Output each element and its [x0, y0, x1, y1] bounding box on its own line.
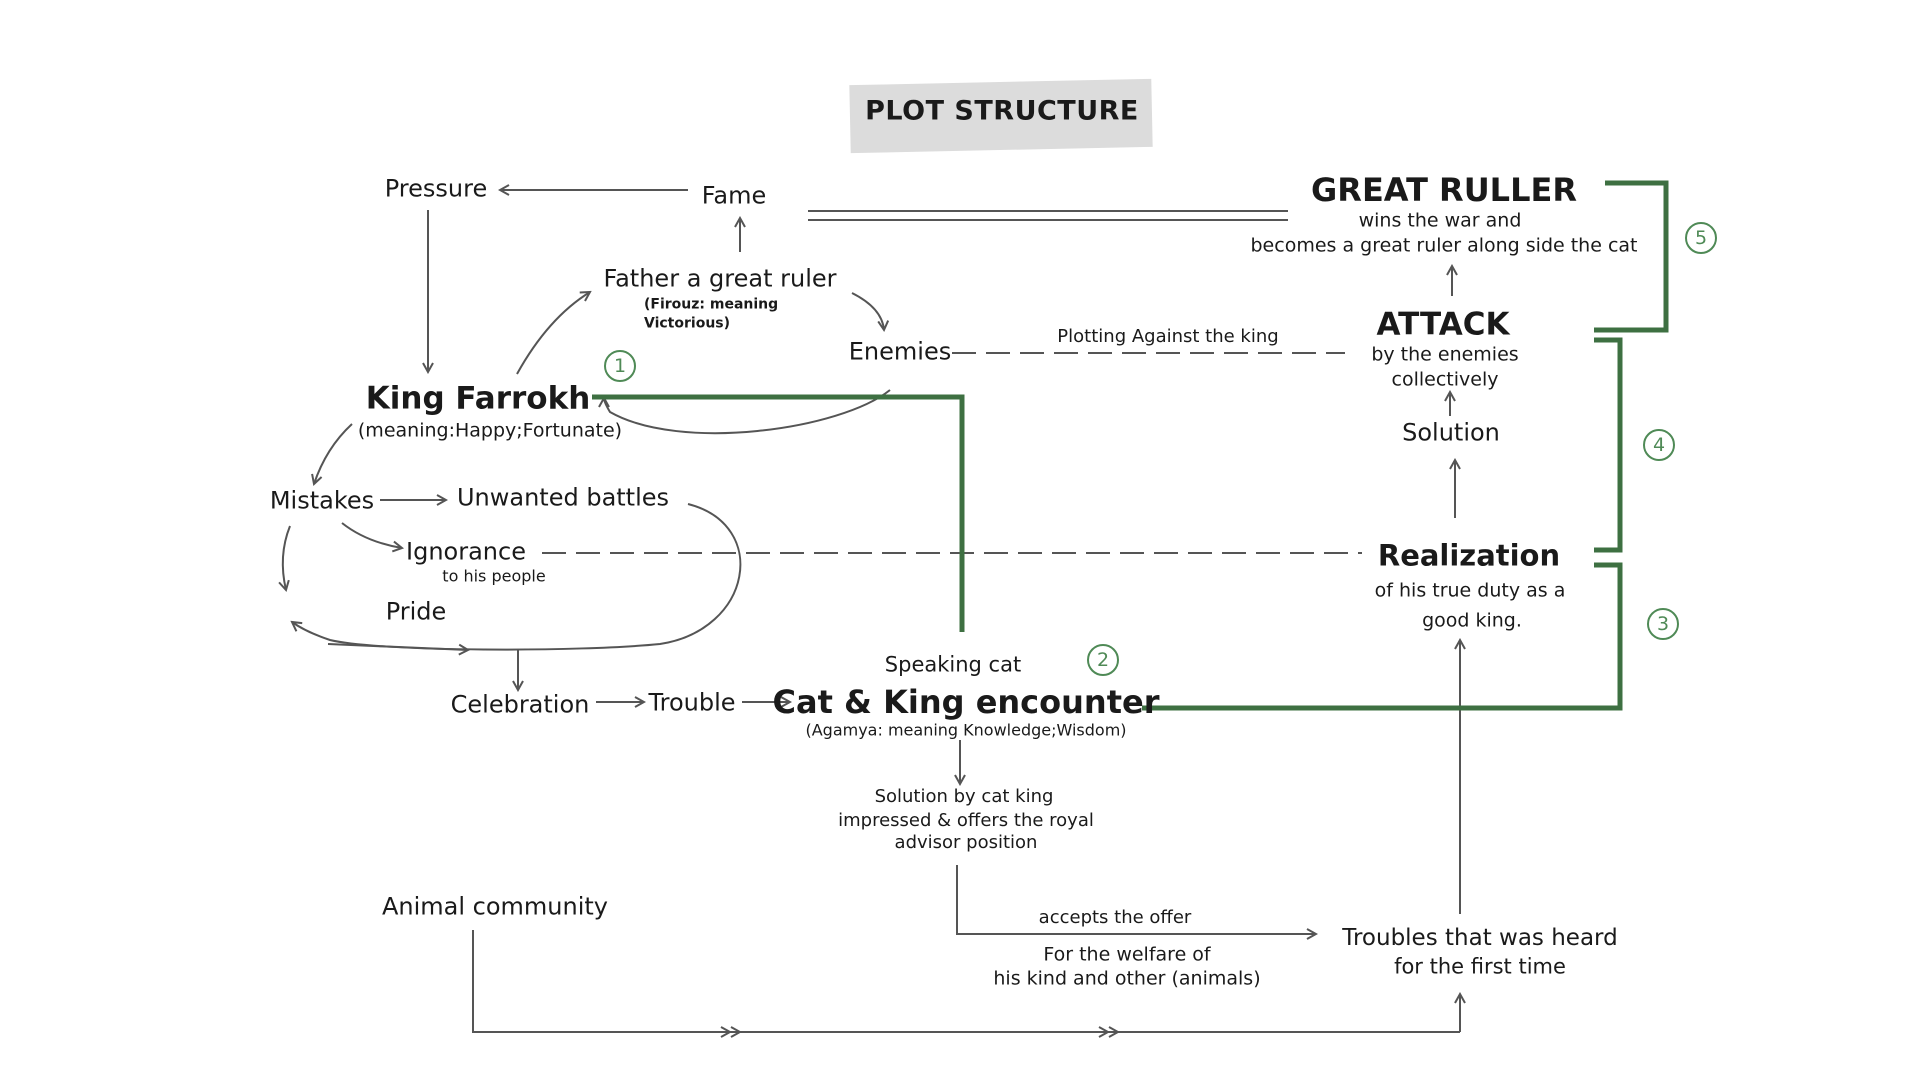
node-troubles-heard-2: for the first time [1394, 954, 1566, 979]
node-solution: Solution [1402, 418, 1500, 447]
arrow-enemies-king [604, 389, 891, 435]
node-great-ruller: GREAT RULLER [1311, 170, 1577, 209]
node-king-farrokh: King Farrokh [365, 380, 591, 417]
arrow-mistakes-ignorance [341, 522, 402, 548]
node-solution-cat-1: Solution by cat king [874, 786, 1054, 808]
node-attack-1: by the enemies [1371, 343, 1519, 366]
label-welfare-1: For the welfare of [1043, 943, 1211, 966]
step-number-2: 2 [1087, 644, 1119, 676]
label-welfare-2: his kind and other (animals) [993, 967, 1261, 990]
node-troubles-heard-1: Troubles that was heard [1342, 925, 1618, 952]
node-cat-king-encounter: Cat & King encounter [772, 682, 1160, 721]
page-title: PLOT STRUCTURE [865, 95, 1139, 127]
double-line-fame-great [808, 210, 1288, 221]
arrow-king-mistakes [314, 423, 353, 484]
green-bracket-5 [1594, 180, 1669, 333]
node-mistakes: Mistakes [269, 486, 375, 515]
node-ignorance: Ignorance [406, 537, 526, 566]
node-great-2: becomes a great ruler along side the cat [1250, 234, 1638, 257]
arrow-solution-troubles [956, 865, 1316, 934]
node-father-note-1: (Firouz: meaning [644, 296, 779, 313]
node-pressure: Pressure [384, 174, 488, 203]
node-realization-2: good king. [1422, 609, 1522, 632]
arrow-pride-right [327, 643, 468, 650]
green-step-1-line [592, 394, 965, 632]
step-number-5: 5 [1685, 222, 1717, 254]
step-number-4: 4 [1643, 429, 1675, 461]
line-animal-bottom [472, 930, 1460, 1033]
arrow-father-enemies [851, 292, 884, 330]
green-step-3-line [1142, 562, 1623, 711]
node-fame: Fame [701, 181, 767, 210]
step-number-1: 1 [604, 350, 636, 382]
node-realization: Realization [1377, 538, 1561, 573]
node-king-note: (meaning:Happy;Fortunate) [357, 419, 623, 442]
node-great-1: wins the war and [1358, 209, 1522, 232]
node-solution-cat-3: advisor position [894, 832, 1038, 854]
node-unwanted-battles: Unwanted battles [456, 483, 670, 512]
node-trouble: Trouble [648, 688, 736, 717]
node-attack-2: collectively [1391, 368, 1499, 391]
step-number-3: 3 [1647, 608, 1679, 640]
label-accepts-offer: accepts the offer [1038, 907, 1192, 929]
node-encounter-note: (Agamya: meaning Knowledge;Wisdom) [805, 720, 1127, 740]
node-realization-1: of his true duty as a [1374, 579, 1566, 602]
node-ignorance-note: to his people [442, 566, 546, 586]
loop-unwanted-pride [292, 503, 742, 651]
node-father-note-2: Victorious) [644, 315, 731, 332]
node-animal-community: Animal community [381, 892, 609, 921]
arrow-mistakes-down [283, 525, 291, 590]
node-attack: ATTACK [1376, 306, 1510, 343]
node-enemies: Enemies [848, 337, 952, 366]
label-plotting: Plotting Against the king [1057, 326, 1279, 348]
node-celebration: Celebration [450, 690, 590, 719]
node-father: Father a great ruler [603, 264, 837, 293]
arrow-king-father [516, 292, 590, 375]
node-solution-cat-2: impressed & offers the royal [838, 810, 1094, 832]
green-bracket-4 [1594, 337, 1623, 553]
node-pride: Pride [385, 597, 447, 626]
label-speaking-cat: Speaking cat [884, 652, 1022, 677]
